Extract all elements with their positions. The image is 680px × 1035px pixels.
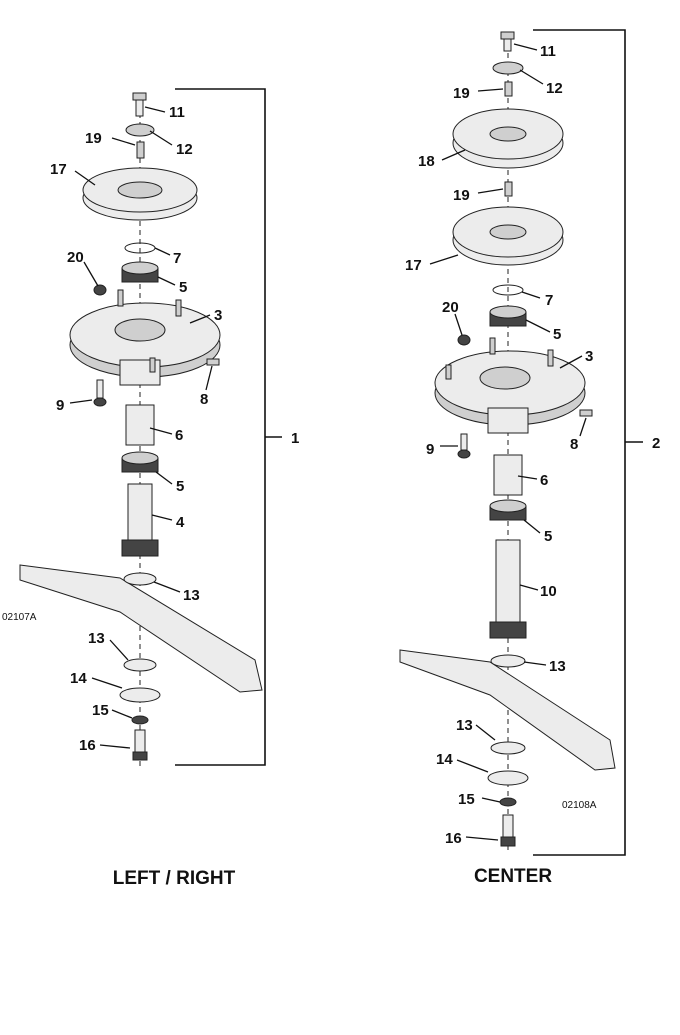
center-part-13-washer-upper (490, 654, 526, 668)
center-part-9-bolt (457, 433, 471, 459)
callout: 19 (453, 187, 470, 204)
center-part-6-spacer (493, 454, 523, 496)
center-part-10-shaft (489, 539, 527, 639)
callout: 3 (585, 348, 593, 365)
center-assembly-title: CENTER (474, 866, 552, 887)
callout: 15 (92, 702, 109, 719)
center-part-19-key-lower (504, 181, 513, 197)
center-part-14-washer (487, 770, 529, 786)
left-part-12-washer (125, 123, 155, 137)
callout: 8 (200, 391, 208, 408)
left-part-3-housing (69, 289, 221, 386)
callout: 13 (549, 658, 566, 675)
callout: 18 (418, 153, 435, 170)
center-part-5-bearing-lower (489, 499, 527, 521)
callout: 12 (176, 141, 193, 158)
left-part-20-nut (93, 284, 107, 296)
center-part-15-lockwasher (499, 797, 517, 807)
left-part-16-bolt (132, 729, 148, 761)
center-part-17-pulley (452, 206, 564, 266)
callout: 11 (169, 104, 185, 121)
callout: 7 (545, 292, 553, 309)
left-assembly-title: LEFT / RIGHT (113, 868, 236, 889)
center-part-13-washer-lower (490, 741, 526, 755)
left-part-8-fitting (206, 358, 220, 366)
callout: 6 (175, 427, 183, 444)
center-part-11-bolt (500, 31, 515, 52)
callout: 17 (50, 161, 67, 178)
center-assembly-number: 2 (652, 435, 660, 452)
center-part-16-bolt (500, 814, 516, 847)
callout: 20 (442, 299, 459, 316)
callout: 7 (173, 250, 181, 267)
center-part-7-ring (492, 284, 524, 296)
callout: 17 (405, 257, 422, 274)
left-bracket (175, 88, 266, 766)
left-part-13-washer-upper (123, 572, 157, 586)
callout: 16 (445, 830, 462, 847)
left-right-assembly: 11 12 19 17 20 7 5 3 8 9 6 5 4 13 13 14 … (2, 88, 299, 889)
callout: 15 (458, 791, 475, 808)
center-blade (399, 649, 616, 771)
left-part-19-key (136, 141, 145, 159)
center-part-8-fitting (579, 409, 593, 417)
left-part-13-washer-lower (123, 658, 157, 672)
callout: 5 (544, 528, 552, 545)
left-part-6-spacer (125, 404, 155, 446)
callout: 9 (56, 397, 64, 414)
callout: 5 (176, 478, 184, 495)
left-part-15-lockwasher (131, 715, 149, 725)
callout: 14 (70, 670, 87, 687)
callout: 19 (85, 130, 102, 147)
callout: 13 (183, 587, 200, 604)
left-part-5-bearing-lower (121, 451, 159, 473)
callout: 5 (553, 326, 561, 343)
callout: 12 (546, 80, 563, 97)
callout: 20 (67, 249, 84, 266)
center-part-20-nut (457, 334, 471, 346)
left-part-14-washer (119, 687, 161, 703)
center-figure-code: 02108A (562, 800, 597, 811)
callout: 3 (214, 307, 222, 324)
callout: 10 (540, 583, 557, 600)
left-part-5-bearing-upper (121, 261, 159, 283)
center-assembly: 11 12 19 18 19 17 7 20 5 3 8 9 6 5 10 13… (399, 29, 660, 887)
callout: 11 (540, 43, 556, 60)
callout: 4 (176, 514, 185, 531)
callout: 14 (436, 751, 453, 768)
center-part-12-washer (492, 61, 524, 75)
callout: 5 (179, 279, 187, 296)
callout: 9 (426, 441, 434, 458)
left-part-4-shaft (121, 483, 159, 557)
left-blade (19, 564, 263, 693)
center-part-5-bearing-upper (489, 305, 527, 327)
center-part-19-key-upper (504, 81, 513, 97)
center-part-18-pulley (452, 108, 564, 169)
left-part-17-pulley (82, 167, 198, 221)
callout: 13 (88, 630, 105, 647)
left-part-9-bolt (93, 379, 107, 407)
callout: 16 (79, 737, 96, 754)
center-part-3-housing (434, 337, 586, 434)
left-assembly-number: 1 (291, 430, 299, 447)
left-figure-code: 02107A (2, 612, 37, 623)
left-part-11-bolt (132, 92, 147, 117)
callout: 13 (456, 717, 473, 734)
callout: 19 (453, 85, 470, 102)
callout: 6 (540, 472, 548, 489)
callout: 8 (570, 436, 578, 453)
